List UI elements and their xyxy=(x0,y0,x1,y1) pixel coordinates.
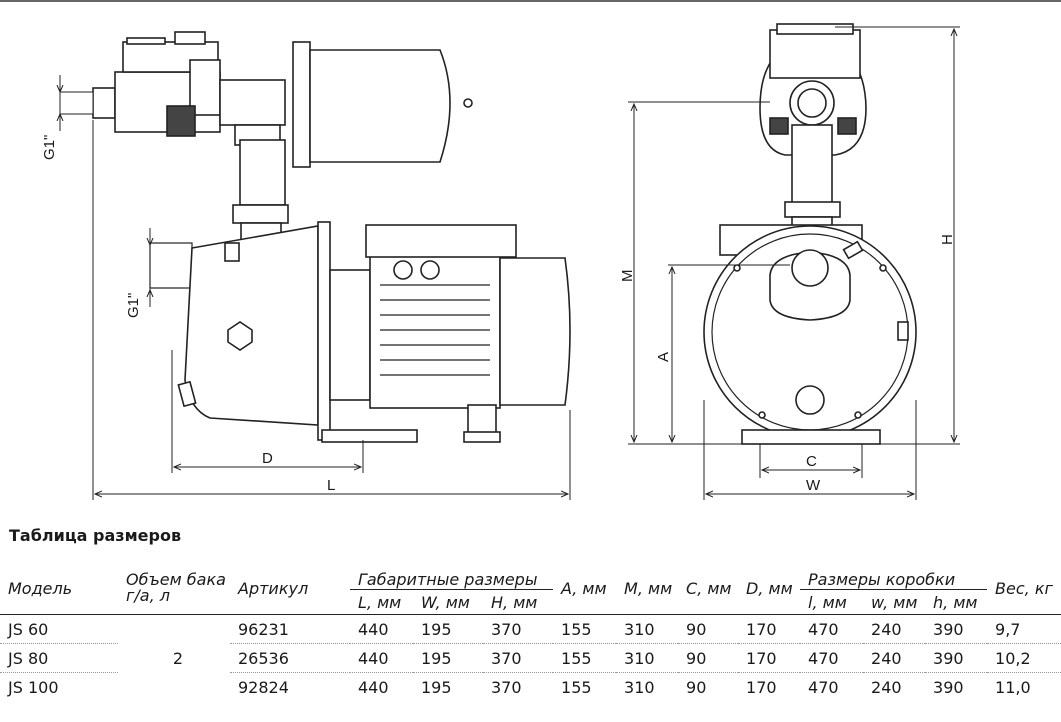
header-c: C, мм xyxy=(686,578,732,598)
cell-value: 470 xyxy=(800,614,864,644)
cell-value: 310 xyxy=(616,614,679,644)
cell-value: 155 xyxy=(553,614,617,644)
cell-weight: 10,2 xyxy=(987,643,1061,673)
cell-value: 170 xyxy=(738,672,801,701)
cell-value: 240 xyxy=(863,614,926,644)
header-row-1: Модель Объем бака г/а, л Артикул Габарит… xyxy=(0,562,1061,604)
cell-value: 170 xyxy=(738,643,801,673)
c-label: C xyxy=(806,453,817,470)
cell-tank-volume: 2 xyxy=(118,614,230,701)
cell-value: 310 xyxy=(616,672,679,701)
cell-value: 470 xyxy=(800,643,864,673)
cell-value: 440 xyxy=(350,672,413,701)
header-tank-line1: Объем бака xyxy=(126,570,226,589)
header-article: Артикул xyxy=(238,578,309,598)
g1-top-label: G1" xyxy=(41,135,58,160)
cell-value: 440 xyxy=(350,614,413,644)
cell-article: 96231 xyxy=(230,614,350,644)
cell-weight: 9,7 xyxy=(987,614,1061,644)
cell-value: 390 xyxy=(925,643,988,673)
cell-weight: 11,0 xyxy=(987,672,1061,701)
header-weight: Вес, кг xyxy=(995,578,1053,598)
cell-value: 170 xyxy=(738,614,801,644)
cell-article: 92824 xyxy=(230,672,350,701)
header-d: D, мм xyxy=(746,578,793,598)
header-h: H, мм xyxy=(491,592,538,612)
cell-value: 90 xyxy=(678,643,739,673)
header-box-w: w, мм xyxy=(871,592,918,612)
m-label: M xyxy=(619,270,636,283)
table-title: Таблица размеров xyxy=(9,526,182,545)
header-w: W, мм xyxy=(421,592,470,612)
header-m: M, мм xyxy=(624,578,673,598)
side-view-pump xyxy=(59,31,571,443)
cell-value: 310 xyxy=(616,643,679,673)
header-row-2: L, мм W, мм H, мм l, мм w, мм h, мм xyxy=(0,590,1061,615)
header-a: A, мм xyxy=(561,578,607,598)
cell-value: 370 xyxy=(483,643,554,673)
cell-value: 90 xyxy=(678,672,739,701)
cell-value: 470 xyxy=(800,672,864,701)
cell-model: JS 60 xyxy=(0,614,118,644)
side-view-dimensions xyxy=(60,75,571,500)
header-tank-volume: Объем бака г/а, л xyxy=(118,562,230,615)
table-row: JS 80 26536 440 195 370 155 310 90 170 4… xyxy=(0,643,1061,673)
front-view-dimensions xyxy=(628,26,960,500)
header-l: L, мм xyxy=(358,592,402,612)
cell-value: 155 xyxy=(553,672,617,701)
cell-value: 195 xyxy=(413,614,483,644)
technical-drawing: G1" G1" D L xyxy=(0,0,1061,500)
cell-value: 155 xyxy=(553,643,617,673)
cell-value: 90 xyxy=(678,614,739,644)
cell-value: 195 xyxy=(413,643,483,673)
cell-value: 370 xyxy=(483,672,554,701)
w-label: W xyxy=(806,477,821,494)
header-box-h: h, мм xyxy=(933,592,978,612)
cell-value: 390 xyxy=(925,614,988,644)
l-label: L xyxy=(327,477,335,494)
cell-value: 240 xyxy=(863,672,926,701)
dimensions-table: Модель Объем бака г/а, л Артикул Габарит… xyxy=(0,562,1061,701)
table-row: JS 100 92824 440 195 370 155 310 90 170 … xyxy=(0,672,1061,701)
a-label: A xyxy=(655,352,672,362)
cell-value: 440 xyxy=(350,643,413,673)
header-tank-line2: г/а, л xyxy=(126,586,170,605)
table-row: JS 60 2 96231 440 195 370 155 310 90 170… xyxy=(0,614,1061,701)
header-box-l: l, мм xyxy=(808,592,847,612)
cell-value: 195 xyxy=(413,672,483,701)
cell-article: 26536 xyxy=(230,643,350,673)
front-view-pump xyxy=(703,23,917,445)
header-model: Модель xyxy=(8,578,73,598)
cell-model: JS 80 xyxy=(0,643,118,673)
h-label: H xyxy=(939,234,956,245)
g1-bottom-label: G1" xyxy=(125,293,142,318)
cell-value: 390 xyxy=(925,672,988,701)
cell-value: 240 xyxy=(863,643,926,673)
header-box-dimensions: Размеры коробки xyxy=(800,562,988,590)
d-label: D xyxy=(262,450,273,467)
cell-value: 370 xyxy=(483,614,554,644)
cell-model: JS 100 xyxy=(0,672,118,701)
header-overall-dimensions: Габаритные размеры xyxy=(350,562,554,590)
